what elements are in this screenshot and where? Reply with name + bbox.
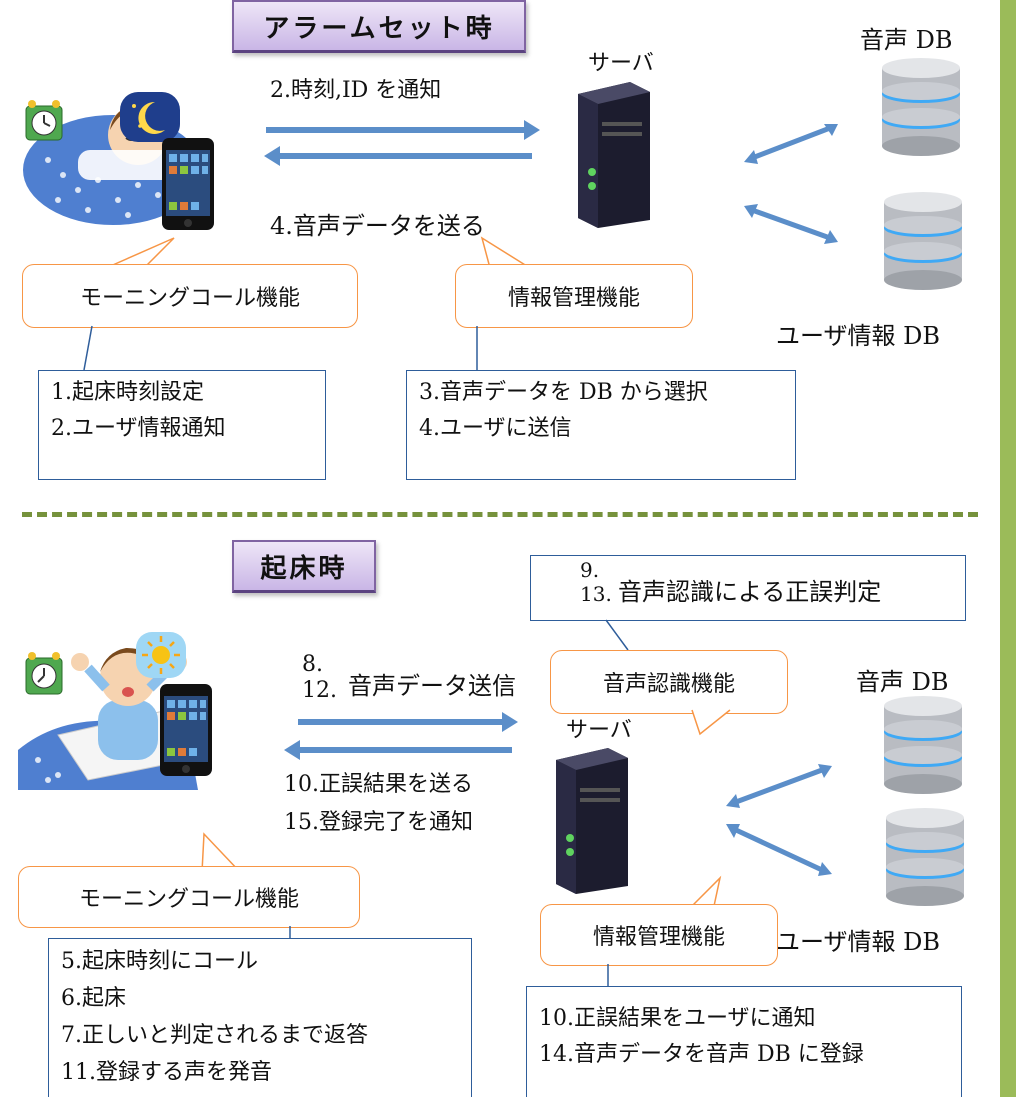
alarm-clock-icon (25, 100, 63, 141)
step-item: 10.正誤結果をユーザに通知 (539, 1006, 816, 1031)
callout-tail-server-top (480, 236, 531, 269)
database-icon-voice (882, 58, 960, 156)
arrow-label: 10.正誤結果を送る (284, 772, 473, 797)
database-icon-voice (884, 696, 962, 794)
moon-night-icon (120, 92, 180, 142)
server-icon (556, 748, 628, 894)
sun-icon (136, 632, 186, 678)
arrow-label-send-voice: 音声データ送信 (348, 672, 516, 700)
arrow-label: 15.登録完了を通知 (284, 810, 473, 835)
step-item: 5.起床時刻にコール (61, 949, 258, 974)
callout-morning-call-bottom: モーニングコール機能 (18, 866, 360, 928)
connector-recognition (605, 619, 629, 651)
client-steps-box-bottom: 5.起床時刻にコール 6.起床 7.正しいと判定されるまで返答 11.登録する声… (48, 938, 472, 1097)
arrows-server-db-top (744, 124, 838, 244)
connector-lines-bottom (289, 926, 609, 986)
step-item: 2.ユーザ情報通知 (51, 416, 226, 441)
step-item: 3.音声データを DB から選択 (419, 380, 708, 405)
step-num: 9. (580, 558, 600, 582)
server-steps-box-bottom: 10.正誤結果をユーザに通知 14.音声データを音声 DB に登録 (526, 986, 962, 1097)
server-steps-box-top: 3.音声データを DB から選択 4.ユーザに送信 (406, 370, 796, 480)
callout-morning-call-top: モーニングコール機能 (22, 264, 358, 328)
step-item: 7.正しいと判定されるまで返答 (61, 1023, 368, 1048)
arrows-client-server-bottom (284, 712, 518, 760)
step-item: 11.登録する声を発音 (61, 1060, 272, 1085)
alarm-clock-icon (25, 652, 63, 695)
callout-tail-server-bottom (691, 875, 722, 907)
step-num: 13. (580, 582, 612, 606)
callout-tail-client-bottom (201, 832, 241, 873)
callout-tail-recognition (691, 709, 731, 736)
section-divider (22, 512, 978, 517)
recognition-step-nums: 9. 13. (580, 558, 612, 606)
db-voice-label-bottom: 音声 DB (856, 668, 949, 696)
server-icon (578, 82, 650, 228)
server-label-top: サーバ (588, 51, 654, 76)
db-user-label-bottom: ユーザ情報 DB (776, 928, 941, 956)
arrows-server-db-bottom (726, 764, 832, 876)
section-title-alarm-set: アラームセット時 (232, 0, 526, 53)
section-title-wake-up: 起床時 (232, 540, 376, 593)
step-item: 1.起床時刻設定 (51, 380, 204, 405)
smartphone-icon (160, 684, 212, 776)
recognition-text: 音声認識による正誤判定 (618, 578, 882, 606)
recognition-box (530, 555, 966, 621)
step-num: 8. (302, 652, 323, 677)
callout-tail-client-top (105, 237, 175, 269)
database-icon-user (884, 192, 962, 290)
database-icon-user (886, 808, 964, 906)
step-item: 4.ユーザに送信 (419, 416, 572, 441)
step-num: 12. (302, 678, 337, 703)
send-step-nums: 8. 12. (302, 652, 337, 704)
db-user-label-top: ユーザ情報 DB (776, 322, 941, 350)
side-bar (1000, 0, 1016, 1097)
arrow-label-send-voice-data: 4.音声データを送る (270, 212, 485, 240)
step-item: 14.音声データを音声 DB に登録 (539, 1042, 864, 1067)
smartphone-icon (162, 138, 214, 230)
callout-info-mgmt-top: 情報管理機能 (455, 264, 693, 328)
arrow-label-notify-time-id: 2.時刻,ID を通知 (270, 78, 442, 103)
step-item: 6.起床 (61, 986, 126, 1011)
server-label-bottom: サーバ (566, 718, 632, 743)
callout-info-mgmt-bottom: 情報管理機能 (540, 904, 778, 966)
connector-lines-top (83, 325, 478, 371)
client-steps-box-top: 1.起床時刻設定 2.ユーザ情報通知 (38, 370, 326, 480)
callout-voice-recognition: 音声認識機能 (550, 650, 788, 714)
arrows-client-server-top (264, 120, 540, 166)
db-voice-label-top: 音声 DB (860, 26, 953, 54)
waking-child-illustration (18, 648, 198, 790)
return-labels: 10.正誤結果を送る 15.登録完了を通知 (284, 766, 473, 842)
